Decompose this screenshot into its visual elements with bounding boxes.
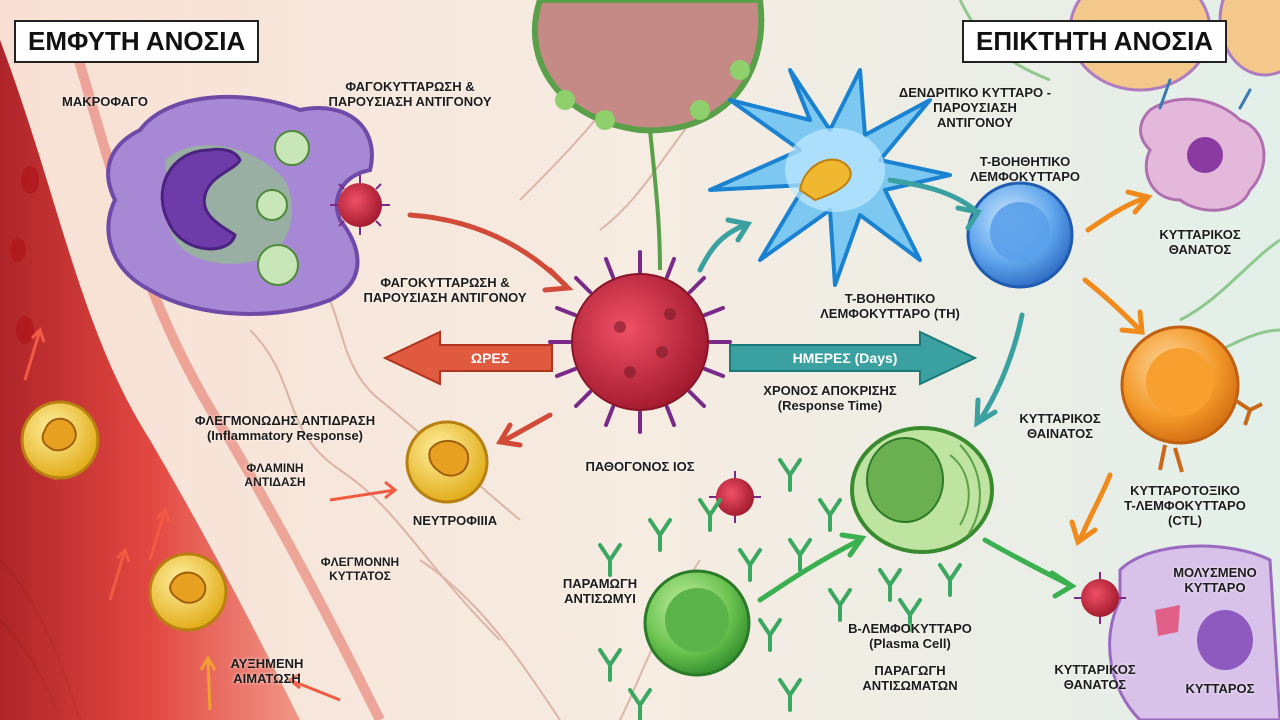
inflamed-cell-label: ΦΛΕΓΜΟΝΝΗ ΚΥΤΤΑΤΟΣ xyxy=(300,556,420,584)
phagocytosis-label-top: ΦΑΓΟΚΥΤΤΑΡΩΣΗ & ΠΑΡΟΥΣΙΑΣΗ ΑΝΤΙΓΟΝΟΥ xyxy=(290,80,530,110)
cell-death-label-top: ΚΥΤΤΑΡΙΚΟΣ ΘΑΝΑΤΟΣ xyxy=(1145,228,1255,258)
t-helper-cell-label: Τ-ΒΟΗΘΗΤΙΚΟ ΛΕΜΦΟΚΥΤΤΑΡΟ xyxy=(955,155,1095,185)
cell-death-label-bottom: ΚΥΤΤΑΡΙΚΟΣ ΘΑΝΑΤΟΣ xyxy=(1035,663,1155,693)
days-label: ΗΜΕΡΕΣ (Days) xyxy=(765,350,925,366)
neutrophils-label: ΝΕΥΤΡΟΦΙΙΙΑ xyxy=(385,514,525,529)
t-helper-th-label: Τ-ΒΟΗΘΗΤΙΚΟ ΛΕΜΦΟΚΥΤΤΑΡΟ (TH) xyxy=(790,292,990,322)
b-lymphocyte xyxy=(645,571,749,675)
adaptive-immunity-title: ΕΠΙΚΤΗΤΗ ΑΝΟΣΙΑ xyxy=(962,20,1227,63)
neutrophil-2 xyxy=(407,422,487,502)
plasma-cell xyxy=(852,428,992,552)
pathogenic-virus-label: ΠΑΘΟΓΟΝΟΣ ΙΟΣ xyxy=(570,460,710,475)
neutrophil-1 xyxy=(22,402,98,478)
infected-cell-label: ΜΟΛΥΣΜΕΝΟ ΚΥΤΤΑΡΟ xyxy=(1155,566,1275,596)
phagocytosis-label-bottom: ΦΑΓΟΚΥΤΤΑΡΩΣΗ & ΠΑΡΟΥΣΙΑΣΗ ΑΝΤΙΓΟΝΟΥ xyxy=(330,276,560,306)
macrophage-label: ΜΑΚΡΟΦΑΓΟ xyxy=(40,95,170,110)
antibody-production-label-left: ΠΑΡΑΜΩΓΗ ΑΝΤΙΣΩΜΥΙ xyxy=(540,577,660,607)
cell-death-label-mid: ΚΥΤΤΑΡΙΚΟΣ ΘΑΙΝΑΤΟΣ xyxy=(1005,412,1115,442)
response-time-label: ΧΡΟΝΟΣ ΑΠΟΚΡΙΣΗΣ (Response Time) xyxy=(730,384,930,414)
ctl-label: ΚΥΤΤΑΡΟΤΟΞΙΚΟ Τ-ΛΕΜΦΟΚΥΤΤΑΡΟ (CTL) xyxy=(1110,484,1260,529)
antibody-production-label: ΠΑΡΑΓΩΓΗ ΑΝΤΙΣΩΜΑΤΩΝ xyxy=(820,664,1000,694)
blood-flow-arrow xyxy=(208,660,210,710)
innate-immunity-title: ΕΜΦΥΤΗ ΑΝΟΣΙΑ xyxy=(14,20,259,63)
increased-blood-flow-label: ΑΥΞΗΜΕΝΗ ΑΙΜΑΤΩΣΗ xyxy=(212,657,322,687)
engulfed-virus xyxy=(330,175,390,235)
flame-reaction-label: ΦΛΑΜΙΝΗ ΑΝΤΙΔΑΣΗ xyxy=(225,462,325,490)
hours-label: ΩΡΕΣ xyxy=(440,350,540,366)
pathogenic-virus xyxy=(550,252,730,432)
cell-label: ΚΥΤΤΑΡΟΣ xyxy=(1170,682,1270,697)
t-helper-cell xyxy=(968,183,1072,287)
b-lymphocyte-label: Β-ΛΕΜΦΟΚΥΤΤΑΡΟ (Plasma Cell) xyxy=(820,622,1000,652)
inflammatory-response-label: ΦΛΕΓΜΟΝΩΔΗΣ ΑΝΤΙΔΡΑΣΗ (Inflammatory Resp… xyxy=(160,414,410,444)
neutrophil-3 xyxy=(150,554,226,630)
dendritic-cell-label: ΔΕΝΔΡΙΤΙΚΟ ΚΥΤΤΑΡΟ - ΠΑΡΟΥΣΙΑΣΗ ΑΝΤΙΓΟΝΟ… xyxy=(875,86,1075,131)
